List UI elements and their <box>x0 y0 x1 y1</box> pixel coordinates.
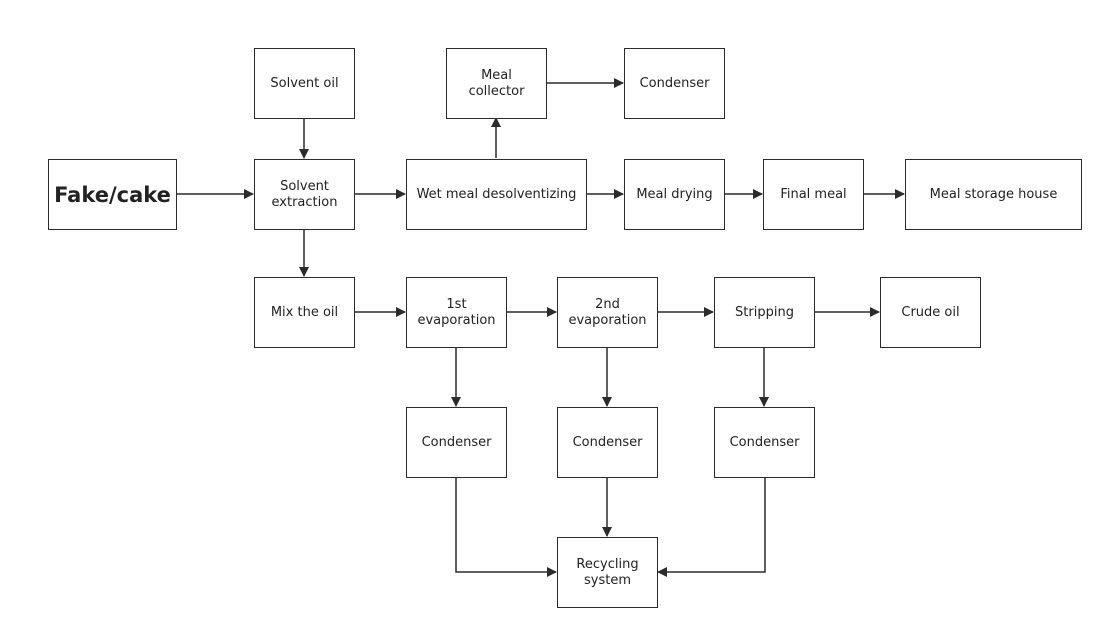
node-condenser-3-label: Condenser <box>729 434 800 450</box>
node-wet-meal-desolventizing: Wet meal desolventizing <box>406 159 587 230</box>
node-stripping-label: Stripping <box>735 304 794 320</box>
node-condenser-1-label: Condenser <box>421 434 492 450</box>
node-first-evaporation: 1st evaporation <box>406 277 507 348</box>
node-meal-storage-house-label: Meal storage house <box>929 186 1058 202</box>
node-condenser-top-label: Condenser <box>639 75 710 91</box>
arrow-condenser-1-to-recycling <box>455 477 557 577</box>
node-meal-collector: Meal collector <box>446 48 547 119</box>
node-crude-oil: Crude oil <box>880 277 981 348</box>
node-second-evaporation: 2nd evaporation <box>557 277 658 348</box>
node-condenser-1: Condenser <box>406 407 507 478</box>
node-recycling-system-label: Recycling system <box>576 556 639 588</box>
node-first-evaporation-label: 1st evaporation <box>417 296 496 328</box>
node-final-meal-label: Final meal <box>780 186 847 202</box>
node-mix-the-oil-label: Mix the oil <box>270 304 339 320</box>
node-solvent-extraction-label: Solvent extraction <box>271 178 338 210</box>
node-condenser-3: Condenser <box>714 407 815 478</box>
node-solvent-oil: Solvent oil <box>254 48 355 119</box>
node-solvent-oil-label: Solvent oil <box>270 75 339 91</box>
node-meal-collector-label: Meal collector <box>468 67 525 99</box>
node-meal-drying: Meal drying <box>624 159 725 230</box>
node-fake-cake-label: Fake/cake <box>54 182 171 207</box>
node-solvent-extraction: Solvent extraction <box>254 159 355 230</box>
node-wet-meal-desolventizing-label: Wet meal desolventizing <box>416 186 577 202</box>
node-condenser-top: Condenser <box>624 48 725 119</box>
node-meal-storage-house: Meal storage house <box>905 159 1082 230</box>
node-meal-drying-label: Meal drying <box>636 186 713 202</box>
node-stripping: Stripping <box>714 277 815 348</box>
node-second-evaporation-label: 2nd evaporation <box>568 296 647 328</box>
node-crude-oil-label: Crude oil <box>901 304 960 320</box>
node-fake-cake: Fake/cake <box>48 159 177 230</box>
node-mix-the-oil: Mix the oil <box>254 277 355 348</box>
node-recycling-system: Recycling system <box>557 537 658 608</box>
node-condenser-2-label: Condenser <box>572 434 643 450</box>
node-condenser-2: Condenser <box>557 407 658 478</box>
node-final-meal: Final meal <box>763 159 864 230</box>
arrow-condenser-3-to-recycling <box>657 477 766 577</box>
